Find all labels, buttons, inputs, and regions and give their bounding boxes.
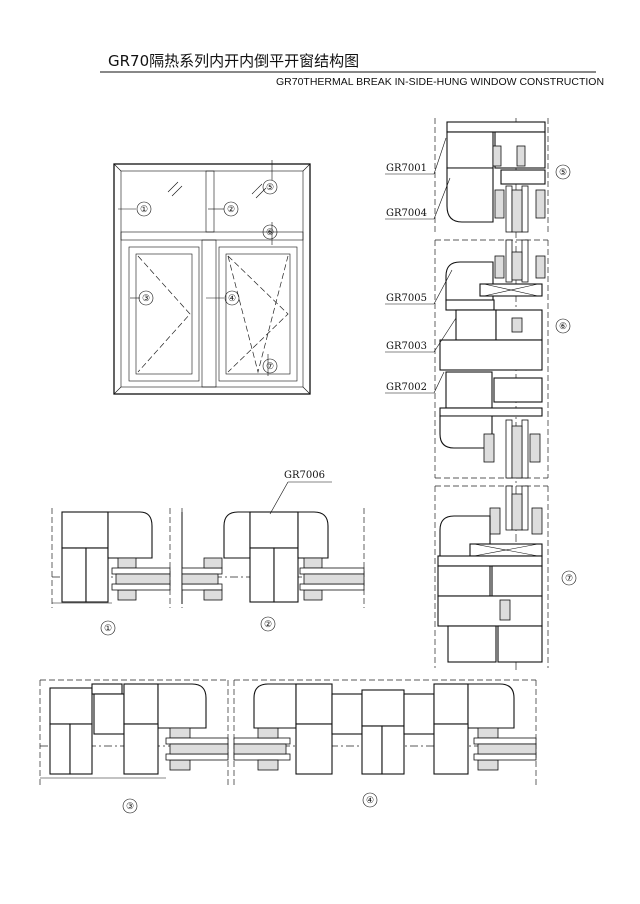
label-gr7001: GR7001 xyxy=(386,163,427,174)
section-4-bubble xyxy=(362,792,378,808)
section-4-label: ④ xyxy=(366,796,374,806)
label-gr7005: GR7005 xyxy=(386,293,427,304)
elevation-marker-7: ⑦ xyxy=(266,362,274,372)
elevation-marker-1: ① xyxy=(140,205,148,215)
label-gr7002: GR7002 xyxy=(386,382,427,393)
label-gr7006: GR7006 xyxy=(284,470,325,481)
leader-gr7003-tip xyxy=(433,317,457,353)
section-3-drawing xyxy=(39,679,229,786)
label-gr7003: GR7003 xyxy=(386,341,427,352)
section-2-drawing xyxy=(181,508,365,608)
section-4-drawing xyxy=(233,679,537,786)
elevation-marker-5: ⑤ xyxy=(266,183,274,193)
section-1-bubble xyxy=(100,620,116,636)
section-5-bubble xyxy=(555,164,571,180)
section-1-label: ① xyxy=(104,624,112,634)
window-elevation xyxy=(113,160,311,395)
leader-gr7002-tip xyxy=(433,371,445,394)
label-gr7004: GR7004 xyxy=(386,208,427,219)
elevation-marker-6: ⑥ xyxy=(266,228,274,238)
section-6-label: ⑥ xyxy=(559,322,567,332)
elevation-marker-4: ④ xyxy=(228,294,236,304)
leader-gr7001-tip xyxy=(433,137,447,175)
section-3-bubble xyxy=(122,798,138,814)
section-7-label: ⑦ xyxy=(565,574,573,584)
section-6-bubble xyxy=(555,318,571,334)
section-7-bubble xyxy=(561,570,577,586)
section-1-drawing xyxy=(51,508,171,608)
vertical-section-column xyxy=(434,118,549,670)
title-chinese: GR70隔热系列内开内倒平开窗结构图 xyxy=(108,52,359,70)
leader-gr7005-tip xyxy=(433,269,453,305)
elevation-marker-3: ③ xyxy=(142,294,150,304)
section-2-bubble xyxy=(260,616,276,632)
section-2-label: ② xyxy=(264,620,272,630)
elevation-marker-2: ② xyxy=(227,205,235,215)
leader-gr7004-tip xyxy=(433,177,451,220)
section-3-label: ③ xyxy=(126,802,134,812)
leader-gr7006-tip xyxy=(269,481,289,515)
section-5-label: ⑤ xyxy=(559,168,567,178)
title-english: GR70THERMAL BREAK IN-SIDE-HUNG WINDOW CO… xyxy=(276,76,604,88)
